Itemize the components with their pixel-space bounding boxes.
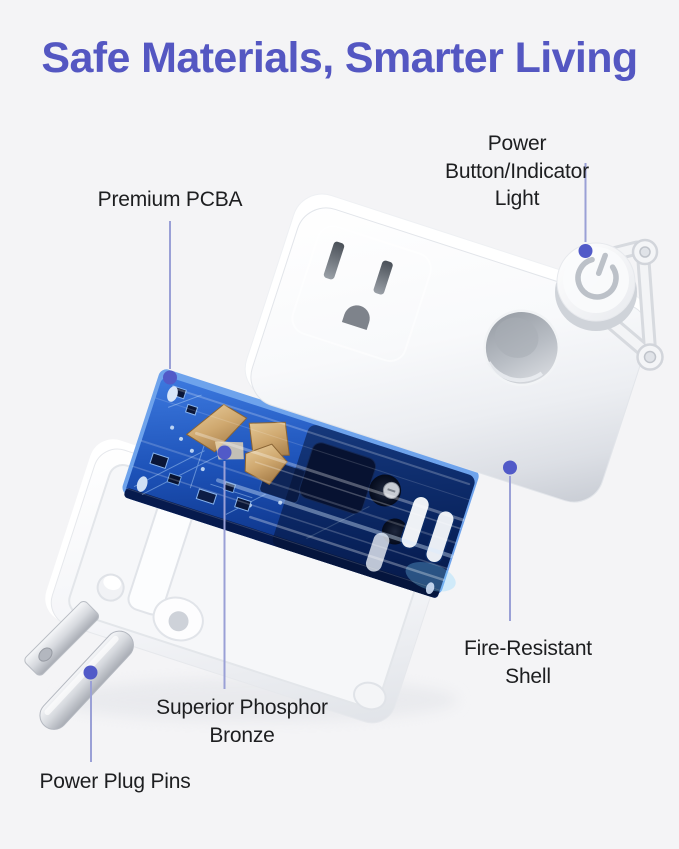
outlet-slot-live: [373, 260, 393, 295]
phosphor-bronze-contacts: [185, 403, 290, 486]
pcb-light-streaks: [125, 387, 471, 591]
plug-pin-neutral: [24, 600, 100, 676]
pcb-edge-glow: [405, 562, 456, 592]
power-button-assembly: [555, 238, 664, 371]
callout-dot-pins: [83, 665, 98, 680]
outlet-ground-hole: [341, 305, 370, 331]
pcb-receptacles: [365, 481, 455, 572]
callout-dot-phosphor: [217, 445, 232, 460]
page-title: Safe Materials, Smarter Living: [41, 34, 638, 82]
callout-annotations: [83, 163, 593, 762]
bracket-ring-bottom: [636, 343, 664, 371]
pcb-shadow-overlay: [272, 425, 475, 597]
callout-label-premium-pcba: Premium PCBA: [97, 188, 243, 211]
fire-resistant-shell-part: [244, 193, 650, 503]
callout-dot-fire-shell: [503, 460, 517, 475]
outlet-slot-neutral: [323, 241, 345, 280]
callout-dot-premium-pcba: [163, 370, 177, 385]
button-hole: [483, 309, 560, 387]
power-plug-pins-part: [24, 600, 134, 730]
callout-dot-power-button: [578, 244, 593, 258]
bracket-ring-top: [631, 238, 659, 266]
callout-label-power-plug-pins: Power Plug Pins: [39, 770, 191, 793]
power-icon: [575, 252, 619, 300]
callout-label-fire-resistant-shell: Fire-Resistant Shell: [464, 637, 592, 688]
pcba-board: [122, 369, 479, 598]
callout-label-phosphor-bronze: Superior Phosphor Bronze: [156, 696, 328, 747]
callout-label-power-button: Power Button/Indicator Light: [445, 132, 589, 211]
cover-foot: [353, 681, 387, 711]
power-button-face: [563, 247, 629, 313]
pcb-mount-holes: [136, 386, 435, 594]
outlet-face: [291, 225, 432, 363]
plug-pin-live: [39, 630, 134, 730]
back-cover: [45, 439, 439, 724]
